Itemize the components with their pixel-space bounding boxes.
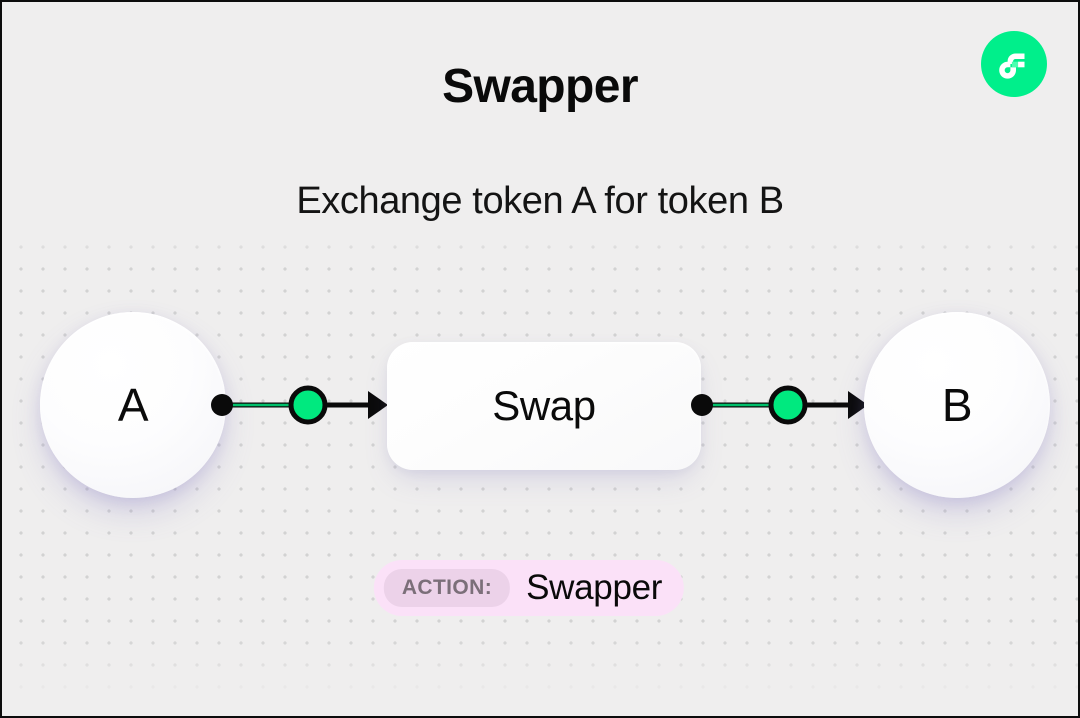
swap-box-label: Swap bbox=[492, 382, 596, 429]
action-badge: ACTION: Swapper bbox=[373, 560, 685, 616]
connector-swap-to-b bbox=[688, 383, 868, 432]
arrow-connector-icon bbox=[211, 385, 388, 425]
connector-a-to-swap bbox=[208, 383, 388, 432]
token-b-label: B bbox=[941, 379, 973, 431]
token-a-node[interactable]: A bbox=[40, 312, 226, 498]
flow-logo-icon bbox=[999, 53, 1025, 79]
action-value: Swapper bbox=[526, 568, 663, 607]
swap-box[interactable]: Swap bbox=[387, 342, 701, 470]
arrow-connector-icon bbox=[691, 385, 868, 425]
token-b-node[interactable]: B bbox=[864, 312, 1050, 498]
page-subtitle: Exchange token A for token B bbox=[296, 180, 784, 222]
action-chip-label: ACTION: bbox=[383, 569, 511, 607]
page-title: Swapper bbox=[442, 60, 638, 113]
flow-logo bbox=[981, 31, 1047, 97]
token-a-label: A bbox=[117, 379, 149, 431]
